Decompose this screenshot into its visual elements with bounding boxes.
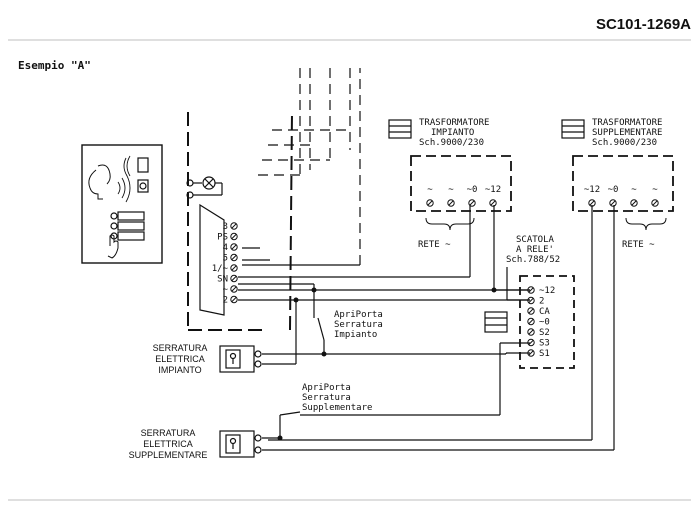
transformer-icon [388,119,412,139]
strip-terminal-label: 1/~ [212,264,229,274]
transformer-main-line3: Sch.9000/230 [419,138,484,148]
relay-terminal-label: S2 [539,328,550,338]
lock-supp-line3: SUPPLEMENTARE [129,450,208,460]
switch-supp-line2: Serratura [302,393,351,403]
strip-terminal [230,285,238,293]
strip-terminal-label: 4 [223,243,228,253]
strip-terminal [230,274,238,283]
lock-icon [219,430,262,458]
transformer-icon [561,119,585,139]
transformer-main-terminal [489,199,497,207]
lock-supp-line1: SERRATURA [141,428,196,438]
transformer-main-terminal-label: ~0 [467,185,478,195]
relay-line2: A RELE' [516,245,554,255]
transformer-main-terminal [468,199,476,207]
transformer-main-terminal-label: ~12 [485,185,501,195]
lamp-icon [186,176,223,199]
transformer-main-line1: TRASFORMATORE [419,118,489,128]
relay-terminal [527,328,535,336]
intercom-panel-icon [81,144,163,264]
strip-terminal [230,222,238,230]
lock-main-line2: ELETTRICA [155,354,205,364]
mains-label-supp: RETE ~ [622,240,655,250]
strip-terminal [230,264,238,272]
relay-terminal [527,307,535,315]
relay-line3: Sch.788/52 [506,255,560,265]
mains-label-main: RETE ~ [418,240,451,250]
relay-terminal-label: ~12 [539,286,555,296]
switch-main-line3: Impianto [334,330,377,340]
lock-main-line3: IMPIANTO [158,365,201,375]
drawing-code: SC101-1269A [595,16,691,33]
strip-terminal-label: 2 [223,296,228,306]
transformer-supp-terminal [651,199,659,207]
strip-terminal-label: 3 [223,222,228,232]
transformer-supp-terminal [630,199,638,207]
transformer-main-terminal [426,199,434,207]
strip-terminal [230,232,238,241]
strip-terminal [230,243,238,251]
strip-terminal [230,295,238,304]
strip-terminal-label: SN [217,275,228,285]
switch-main-line2: Serratura [334,320,383,330]
strip-terminal-label: PS [217,233,228,243]
example-label: Esempio "A" [18,59,91,72]
lock-supp-line2: ELETTRICA [143,439,193,449]
transformer-supp-line3: Sch.9000/230 [592,138,657,148]
transformer-main-terminal-label: ~ [448,185,454,195]
relay-terminal-label: CA [539,307,550,317]
strip-terminal-label: 5 [223,254,228,264]
transformer-main-line2: IMPIANTO [431,128,474,138]
lock-main-line1: SERRATURA [153,343,208,353]
relay-terminal-label: S1 [539,349,550,359]
switch-supp-line3: Supplementare [302,403,372,413]
transformer-supp-terminal-label: ~0 [608,185,619,195]
transformer-supp-terminal-label: ~12 [584,185,600,195]
strip-terminal-label: ~ [223,285,229,295]
switch-supp-line1: ApriPorta [302,383,351,393]
lock-icon [219,345,262,373]
transformer-supp-terminal-label: ~ [652,185,658,195]
relay-terminal-label: S3 [539,339,550,349]
relay-line1: SCATOLA [516,235,555,245]
transformer-main-terminal [447,199,455,207]
strip-terminal [230,253,238,262]
transformer-supp-terminal [609,199,617,207]
relay-icon [484,311,508,333]
transformer-supp-line1: TRASFORMATORE [592,118,662,128]
relay-terminal-label: ~0 [539,318,550,328]
switch-main-line1: ApriPorta [334,310,383,320]
transformer-supp-terminal-label: ~ [631,185,637,195]
relay-terminal [527,317,535,326]
transformer-main-terminal-label: ~ [427,185,433,195]
relay-terminal-label: 2 [539,297,544,307]
transformer-supp-line2: SUPPLEMENTARE [592,128,662,138]
